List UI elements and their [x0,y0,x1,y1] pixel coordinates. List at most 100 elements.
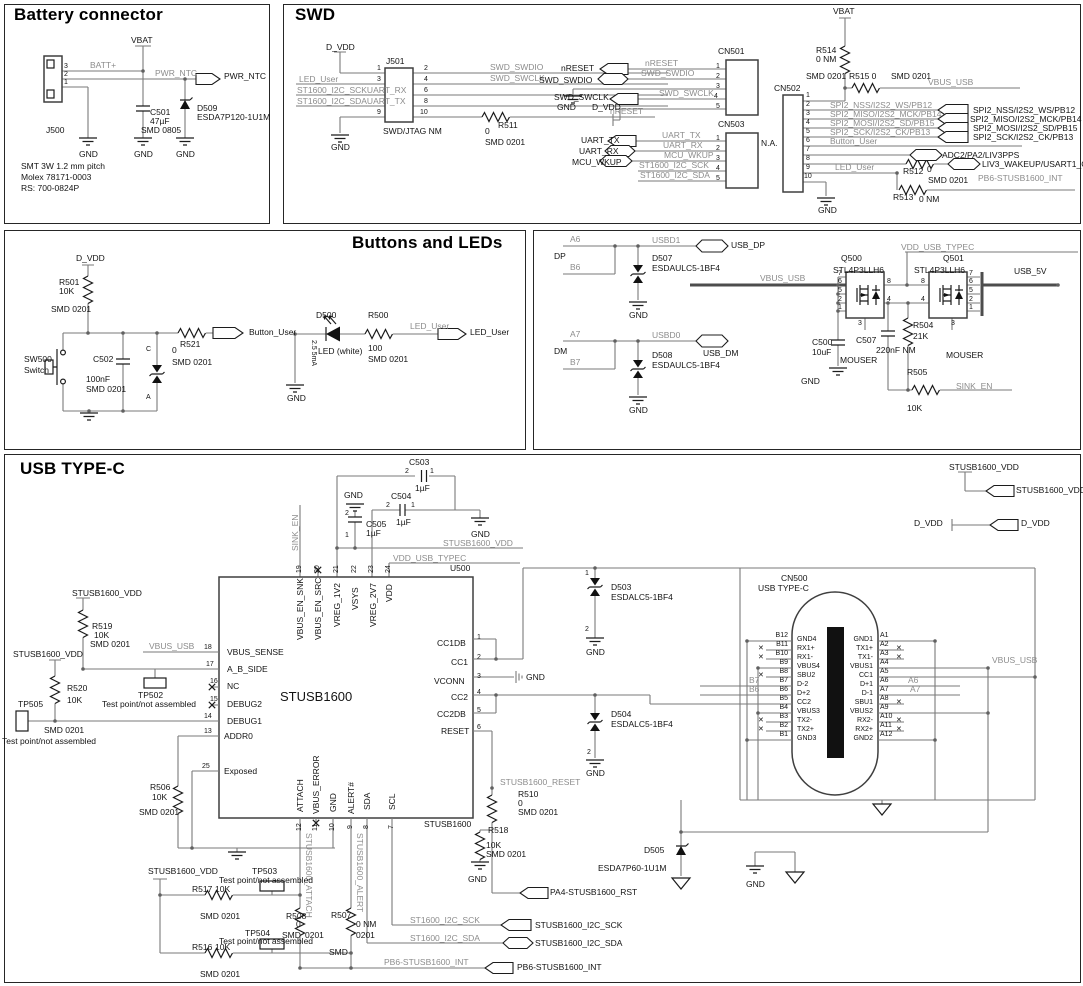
label: 2 [477,654,481,661]
net-label: VBUS_USB [928,77,974,87]
cn500-pin-name-D+1: D+1 [859,681,873,688]
label: TP504 [245,928,271,938]
label: 10 [329,823,336,831]
mosfet-Q501 [928,271,968,319]
label: 10K [215,942,231,952]
label: C500 [812,337,833,347]
label: D507 [652,253,673,263]
label: GND [557,102,576,112]
label: D508 [652,350,673,360]
power-flag: USB_5V [1014,266,1047,276]
label: GND [586,768,605,778]
ref-des: SW500 [24,354,52,364]
label: 3 [477,673,481,680]
section-box-usb-data-power [533,230,1081,450]
cn500-pin-B6: B6 [779,686,788,693]
label: GND [818,205,837,215]
tvs-D504 [586,712,604,732]
label: 3 [951,320,955,327]
label: GND [629,405,648,415]
cn500-pin-name-RX2+: RX2+ [855,726,873,733]
cn500-pin-name-VBUS4: VBUS4 [797,663,820,670]
net-flag-uart-tx [607,134,637,148]
diode-D505 [675,842,690,856]
cn500-pin-name-D-1: D-1 [861,690,873,697]
tvs-D503 [586,577,604,597]
gnd-triangle-icon [671,877,691,890]
gnd-icon [628,396,648,405]
label: SMD 0201 [928,175,969,185]
label: SMD 0201 [44,725,85,735]
label: nRESET [645,58,679,68]
label: VCONN [434,676,465,686]
net-port: SWD_SWDIO [539,75,593,85]
ref-des: Q500 [841,253,862,263]
usb-data-power-circuit [563,239,1078,405]
net-flag-i2c-sck [500,918,532,932]
resistor-R515 [851,82,881,94]
label: 0 [518,798,523,808]
net-port: STUSB1600_I2C_SCK [535,920,623,930]
label: SMD 0201 [51,304,92,314]
net-label: PWR_NTC [155,68,198,78]
net-flag-swd-swdio [597,72,629,86]
label: C505 [366,519,387,529]
label: C [146,346,152,353]
label: 4 [477,689,481,696]
label: 100 [368,343,383,353]
label: TP503 [252,866,278,876]
label: SMD 0201 [139,807,180,817]
resistor-R504 [902,317,914,347]
label: 7 [969,270,973,277]
no-connect-icon: ✕ [896,645,902,652]
label: ALERT# [346,782,356,814]
label: TP505 [18,699,44,709]
label: 2 [386,502,390,509]
label: 20 [314,565,321,573]
label: GND [471,529,490,539]
capacitor-C507 [880,330,896,337]
resistor-R514 [839,45,851,75]
net-port: nRESET [561,63,595,73]
label: 4 [714,93,718,100]
resistor-R520 [49,675,61,705]
cn500-pin-B2: B2 [779,722,788,729]
label: STL4P3LLH6 [914,265,966,275]
label: 10K [152,792,168,802]
capacitor-C501 [135,105,151,112]
tvs-D501 [148,364,166,384]
label: 19 [296,565,303,573]
label: 0 NM [816,54,837,64]
label: DEBUG2 [227,699,262,709]
label: 24 [385,565,392,573]
cn500-pin-B12: B12 [775,632,788,639]
net-flag-stusb1600-vdd [985,484,1015,498]
power-flag: STUSB1600_VDD [148,866,218,876]
cn500-pin-A5: A5 [880,668,889,675]
label: 4 [921,296,925,303]
label: ESDALC5-1BF4 [611,719,673,729]
cn500-pin-B4: B4 [779,704,788,711]
mosfet-Q500 [845,271,885,319]
section-title: USB TYPE-C [20,459,125,478]
section-box-battery-connector [4,4,270,224]
label: 8 [806,155,810,162]
label: 18 [204,644,212,651]
label: R519 [92,621,113,631]
label: 4 [716,165,720,172]
net-flag-uart-rx [604,144,636,158]
label: SCL [387,793,397,810]
label: STL4P3LLH6 [833,265,885,275]
label: A7 [910,684,921,694]
label: STUSB1600_ALERT [355,833,365,913]
label: LED_User [835,162,875,172]
ref-des: J501 [386,56,405,66]
label: 2 [806,101,810,108]
label: GND [79,149,98,159]
label: SMD 0805 [141,125,182,135]
ref-des: CN501 [718,46,745,56]
label: ADDR0 [224,731,253,741]
power-flag: VBAT [131,35,153,45]
label: 3 [377,76,381,83]
